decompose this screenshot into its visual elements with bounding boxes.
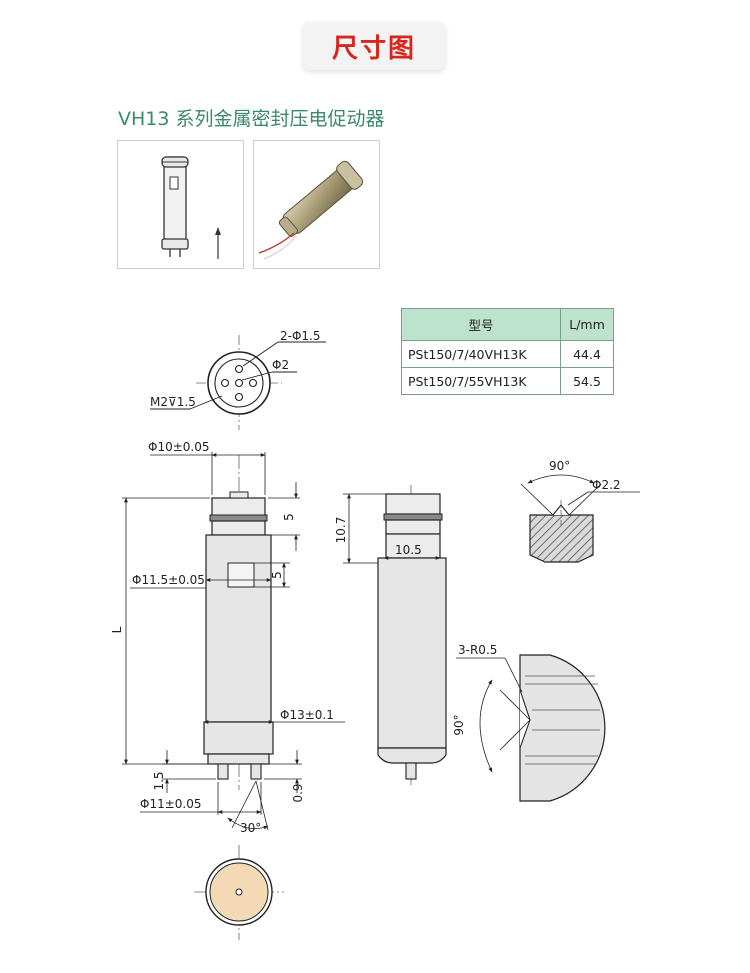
bottom-view xyxy=(194,845,284,940)
product-photo-angled xyxy=(253,140,380,269)
model-table: 型号 L/mm PSt150/7/40VH13K 44.4 PSt150/7/5… xyxy=(401,308,614,395)
series-title: VH13 系列金属密封压电促动器 xyxy=(118,108,385,130)
dim-d-base: Φ13±0.1 xyxy=(280,708,334,722)
dim-detail-diameter: Φ2.2 xyxy=(592,478,621,492)
table-cell-model: PSt150/7/40VH13K xyxy=(401,340,561,368)
table-header-length: L/mm xyxy=(560,308,614,341)
header-title: 尺寸图 xyxy=(331,33,416,64)
table-cell-length: 54.5 xyxy=(560,367,614,395)
dim-d-body: Φ11.5±0.05 xyxy=(132,573,205,587)
dim-h-top: 5 xyxy=(282,513,296,521)
dim-angle: 30° xyxy=(240,821,261,835)
table-row: PSt150/7/55VH13K 54.5 xyxy=(401,367,614,395)
dim-holes: 2-Φ1.5 xyxy=(280,329,321,343)
dim-d-top: Φ10±0.05 xyxy=(148,440,210,454)
dim-h-slot: 5 xyxy=(270,571,284,579)
dim-detail-radius: 3-R0.5 xyxy=(458,643,497,657)
dim-h-bottom: 0.9 xyxy=(291,783,305,802)
dim-d-bottom: Φ11±0.05 xyxy=(140,797,202,811)
dim-detail-chamfer-angle: 90° xyxy=(452,714,466,735)
dim-bore: Φ2 xyxy=(272,358,289,372)
detail-groove-top: 90° Φ2.2 xyxy=(520,459,640,563)
dim-length: L xyxy=(110,626,124,633)
dim-thread: M2⊽1.5 xyxy=(150,395,196,409)
top-view: 2-Φ1.5 Φ2 M2⊽1.5 xyxy=(150,329,326,430)
table-row: PSt150/7/40VH13K 44.4 xyxy=(401,340,614,368)
table-cell-length: 44.4 xyxy=(560,340,614,368)
dim-side-height: 10.7 xyxy=(334,517,348,544)
front-view: Φ10±0.05 5 Φ11.5±0.05 5 L Φ13±0.1 1.5 xyxy=(110,440,345,835)
dim-detail-angle: 90° xyxy=(549,459,570,473)
header-banner: 尺寸图 xyxy=(303,22,445,70)
dim-side-width: 10.5 xyxy=(395,543,422,557)
side-view: 10.7 10.5 xyxy=(334,485,447,785)
table-cell-model: PSt150/7/55VH13K xyxy=(401,367,561,395)
product-photo-vertical xyxy=(117,140,244,269)
detail-chamfer-bottom: 90° 3-R0.5 xyxy=(452,643,606,802)
dim-h-pin: 1.5 xyxy=(152,771,166,790)
